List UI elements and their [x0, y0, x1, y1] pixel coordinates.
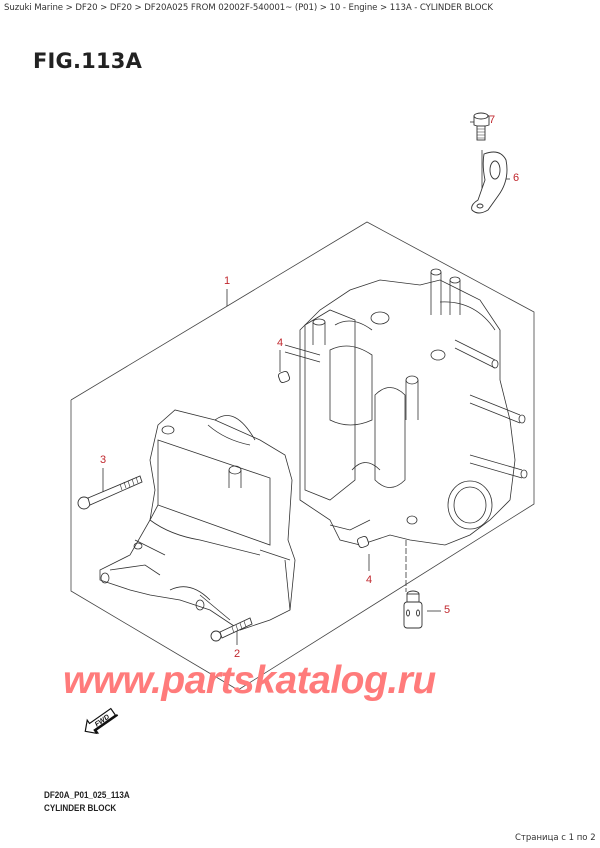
callout-5[interactable]: 5: [444, 604, 451, 616]
figure-title: FIG.113A: [33, 49, 143, 73]
callout-2[interactable]: 2: [234, 648, 241, 660]
drain-fitting-icon: [403, 590, 423, 629]
leader-lines: [102, 121, 510, 645]
long-bolt-icon: [77, 475, 143, 510]
bolt-icon: [473, 112, 490, 141]
bracket-icon: [471, 151, 508, 214]
cylinder-block-icon: [284, 268, 528, 546]
assembly-frame: [70, 221, 535, 691]
callout-4-lower[interactable]: 4: [366, 574, 373, 586]
short-bolt-icon: [210, 617, 253, 642]
pagination: Страница с 1 по 2: [515, 833, 596, 843]
callout-6[interactable]: 6: [513, 172, 520, 184]
callout-7[interactable]: 7: [489, 114, 496, 126]
breadcrumb[interactable]: Suzuki Marine > DF20 > DF20 > DF20A025 F…: [4, 3, 493, 13]
crankcase-cover-icon: [99, 409, 296, 631]
fwd-arrow-icon: FWD: [80, 703, 120, 743]
callout-3[interactable]: 3: [100, 454, 107, 466]
callout-4-upper[interactable]: 4: [277, 337, 284, 349]
figure-name: CYLINDER BLOCK: [44, 803, 117, 814]
watermark-text: www.partskatalog.ru: [63, 659, 436, 702]
figure-code: DF20A_P01_025_113A: [44, 790, 130, 801]
callout-1[interactable]: 1: [224, 275, 231, 287]
dowel-pin-icon: [277, 370, 370, 549]
